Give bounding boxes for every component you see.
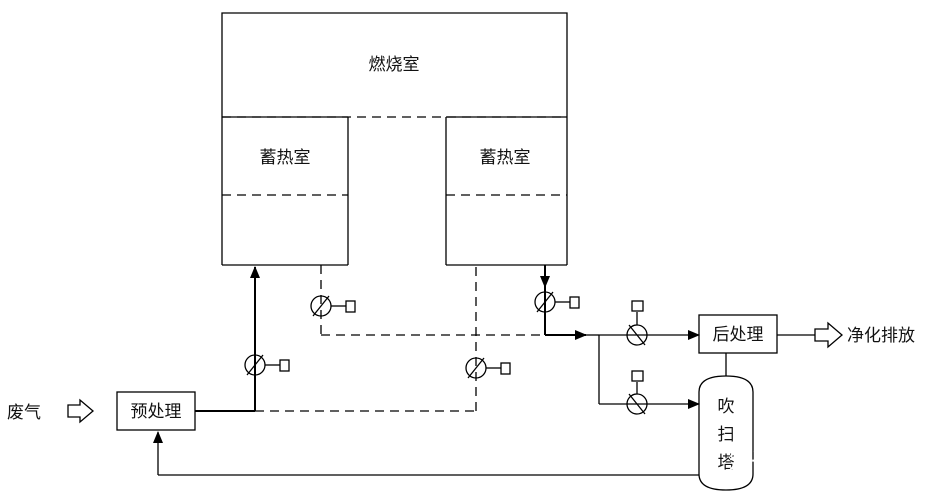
rto-outer-outline <box>221 12 568 266</box>
pretreatment-label: 预处理 <box>131 402 182 422</box>
valve-icon <box>244 354 290 376</box>
watermark-text: 知乎 @VOCs微课 <box>729 449 905 474</box>
branch-lines <box>598 330 700 409</box>
combustion-chamber-label: 燃烧室 <box>369 55 420 75</box>
purge-tower-label-1: 吹 <box>718 397 735 417</box>
valve-icon <box>310 295 356 317</box>
return-flow-line <box>153 431 699 476</box>
dashed-flow-paths <box>255 265 545 412</box>
post-treatment-label: 后处理 <box>713 325 764 345</box>
inlet-flow-line <box>195 266 260 412</box>
purge-tower <box>698 375 754 491</box>
valve-icon <box>626 300 648 346</box>
clean-emission-label: 净化排放 <box>847 326 915 346</box>
valve-icon <box>626 370 648 415</box>
valve-icon <box>534 291 580 313</box>
post-treatment-box <box>698 314 778 354</box>
purge-tower-label-2: 扫 <box>718 425 735 445</box>
input-arrow-icon <box>67 398 95 424</box>
waste-gas-label: 废气 <box>7 403 41 423</box>
outlet-flow-line <box>540 265 599 340</box>
purge-tower-label-3: 塔 <box>718 453 735 473</box>
valve-icon <box>465 357 511 379</box>
regen-chamber-left-label: 蓄热室 <box>260 148 311 168</box>
rto-dashed-dividers <box>222 116 567 196</box>
regen-chamber-right-label: 蓄热室 <box>480 148 531 168</box>
output-arrow-icon <box>814 321 843 349</box>
